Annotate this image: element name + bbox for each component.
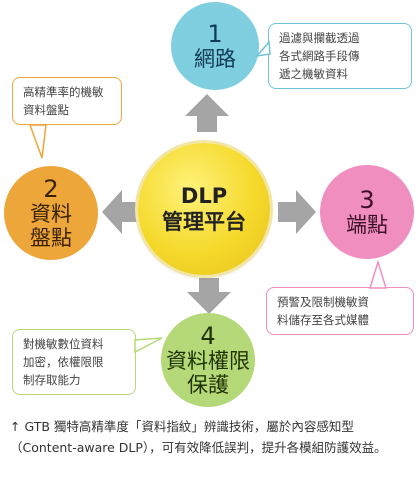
center-label-line2: 管理平台 [162, 210, 246, 234]
node-2-label-line2: 盤點 [30, 226, 72, 250]
callout-network-line3: 遞之機敏資料 [279, 67, 348, 81]
figure-caption: ↑ GTB 獨特高精準度「資料指紋」辨識技術，屬於內容感知型（Content-a… [10, 419, 387, 455]
center-label: DLP 管理平台 [162, 183, 246, 235]
callout-network-tail [255, 40, 271, 58]
callout-endpoint-tail [368, 259, 388, 289]
node-4-data-rights-protection: 4 資料權限 保護 [161, 313, 255, 407]
node-4-number: 4 [200, 322, 216, 350]
callout-data-rights-line3: 制存取能力 [23, 373, 81, 387]
callout-network: 過濾與攔截透過 各式網路手段傳 遞之機敏資料 [268, 23, 412, 89]
arrow-left [102, 190, 138, 234]
node-1-number: 1 [207, 20, 223, 48]
callout-data-inventory-tail [28, 124, 47, 159]
callout-endpoint-line2: 料儲存至各式媒體 [277, 313, 369, 327]
callout-data-inventory-line1: 高精準率的機敏 [23, 85, 104, 99]
arrow-up [185, 94, 229, 132]
node-2-number: 2 [43, 175, 59, 203]
center-node-dlp-platform: DLP 管理平台 [138, 143, 270, 275]
center-label-line1: DLP [180, 184, 228, 208]
callout-data-rights: 對機敏數位資料 加密，依權限限 制存取能力 [12, 329, 136, 395]
node-2-data-inventory: 2 資料 盤點 [4, 166, 98, 260]
node-4-label-line2: 保護 [187, 373, 229, 397]
callout-data-inventory-line2: 資料盤點 [23, 103, 69, 117]
callout-network-line2: 各式網路手段傳 [279, 49, 360, 63]
node-1-label: 網路 [194, 47, 236, 71]
callout-data-rights-line1: 對機敏數位資料 [23, 337, 104, 351]
callout-data-rights-tail [134, 337, 163, 354]
callout-endpoint-line1: 預警及限制機敏資 [277, 295, 369, 309]
node-3-label: 端點 [346, 213, 388, 237]
node-1-network: 1 網路 [171, 2, 259, 90]
callout-data-inventory: 高精準率的機敏 資料盤點 [12, 77, 122, 125]
node-3-endpoint: 3 端點 [320, 165, 414, 259]
callout-data-rights-line2: 加密，依權限限 [23, 355, 104, 369]
arrow-down [187, 278, 231, 314]
node-2-label-line1: 資料 [30, 202, 72, 226]
callout-endpoint: 預警及限制機敏資 料儲存至各式媒體 [266, 287, 414, 335]
arrow-right [278, 190, 316, 234]
callout-network-line1: 過濾與攔截透過 [279, 31, 360, 45]
node-4-label-line1: 資料權限 [166, 349, 250, 373]
node-3-number: 3 [359, 186, 375, 214]
